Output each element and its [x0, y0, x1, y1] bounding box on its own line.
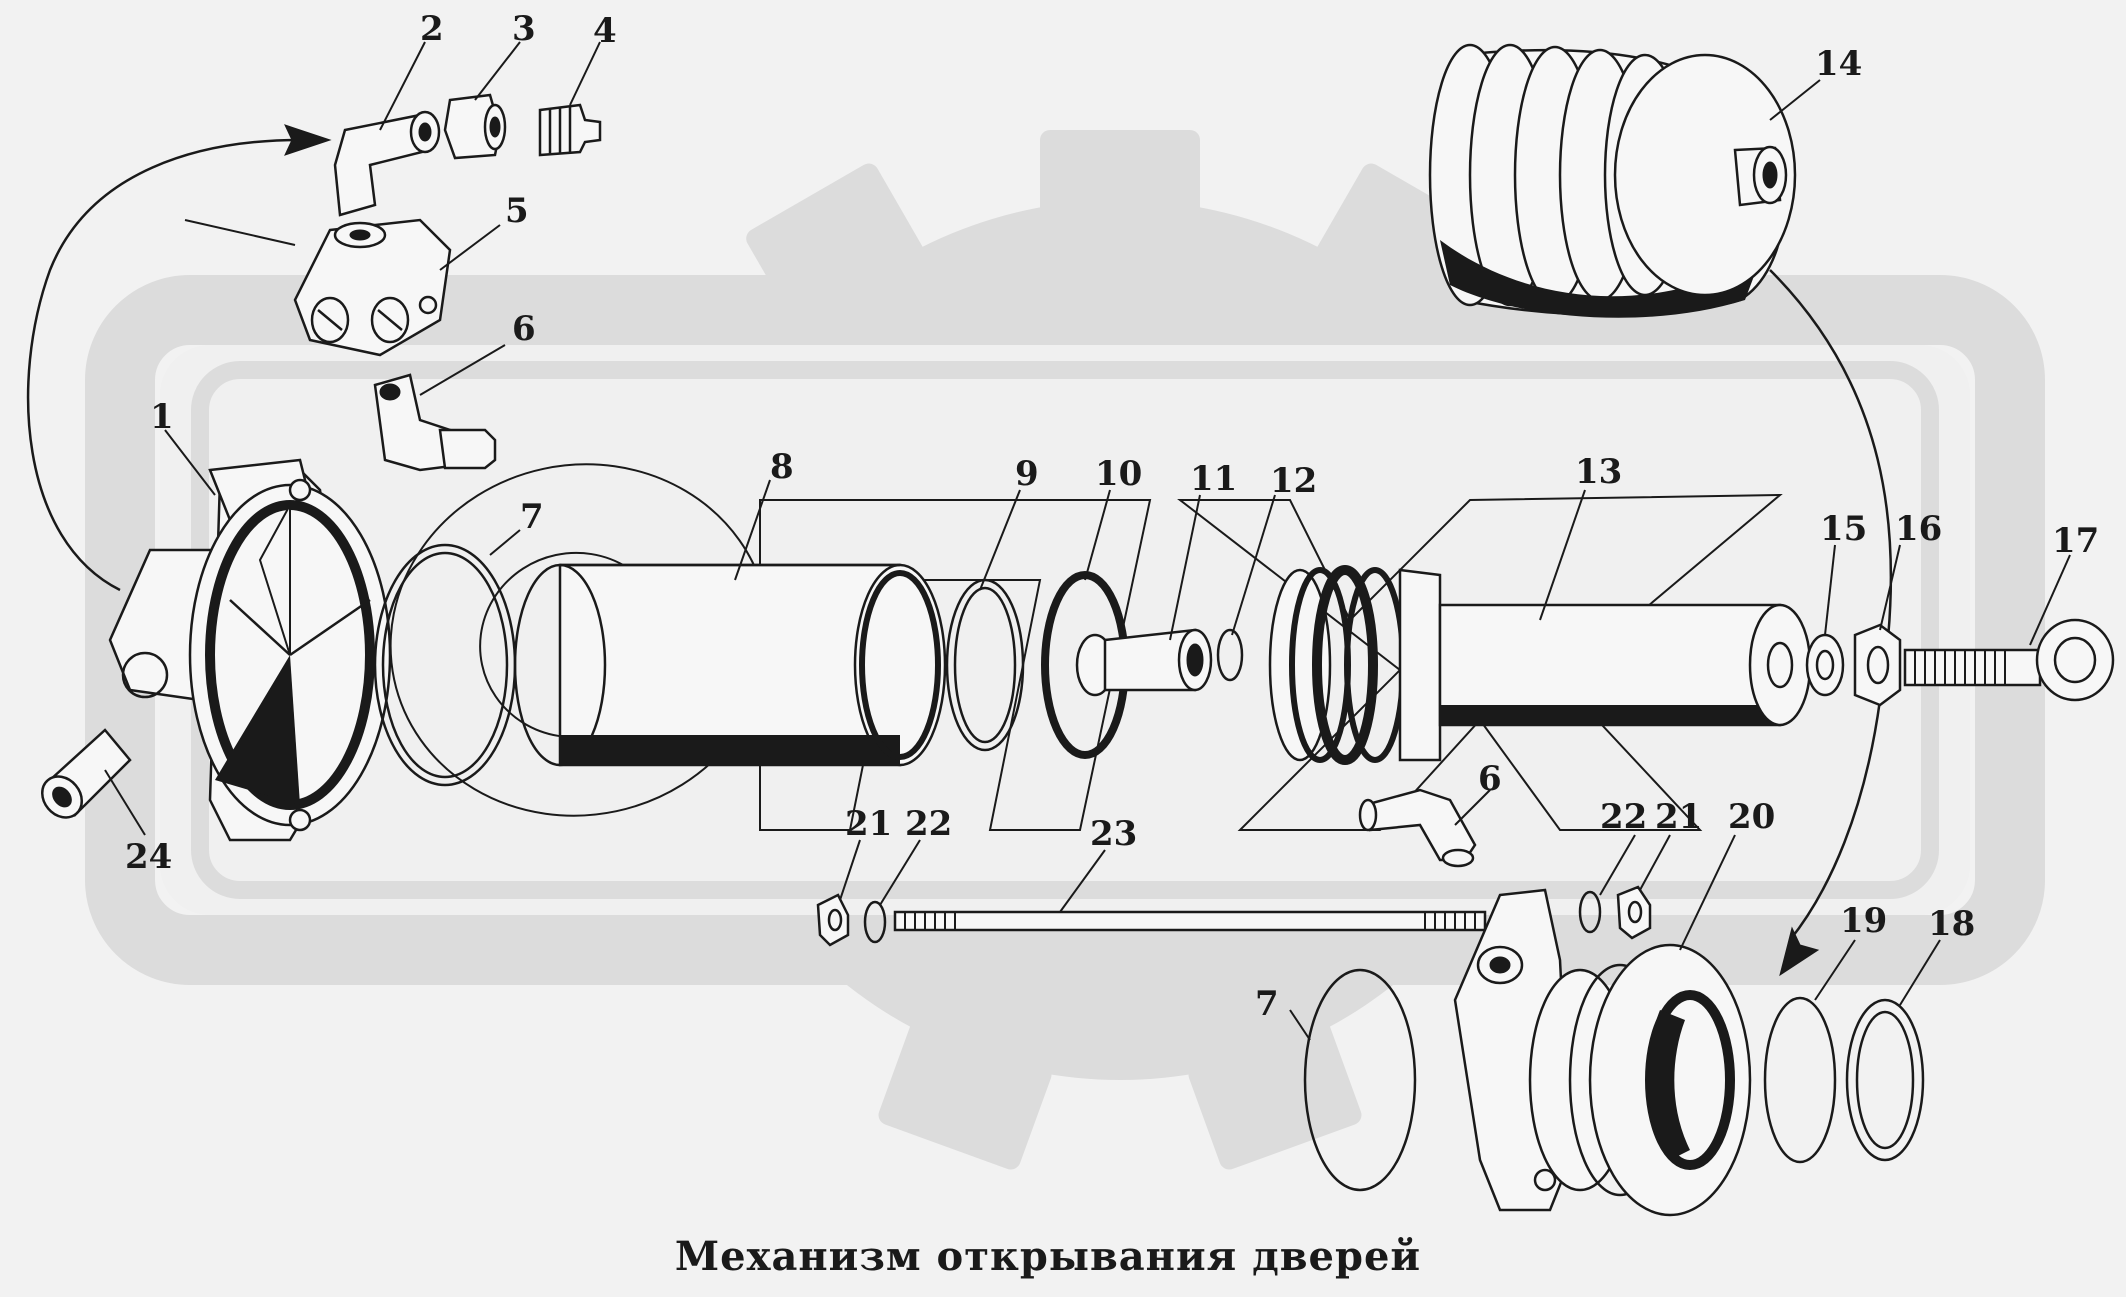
callout-14: 14 [1815, 44, 1862, 84]
callout-3: 3 [512, 9, 536, 49]
nut-right-part [1616, 885, 1652, 940]
callout-9: 9 [1015, 454, 1039, 494]
callout-6-upper: 6 [512, 309, 536, 349]
callout-21-right: 21 [1655, 797, 1702, 837]
callout-18: 18 [1928, 904, 1975, 944]
ring-18-part [1845, 998, 1925, 1162]
callout-21-left: 21 [845, 804, 892, 844]
elbow-fitting-part [333, 110, 441, 217]
lock-washer-right-part [1578, 890, 1602, 934]
callout-22-left: 22 [905, 804, 952, 844]
callout-22-right: 22 [1600, 797, 1647, 837]
leader-lines [104, 41, 2071, 1041]
nipple-part [538, 103, 602, 157]
callout-labels: 1 2 3 4 5 6 6 7 7 8 9 10 11 12 13 14 15 … [125, 9, 2099, 1024]
callout-4: 4 [593, 11, 617, 51]
assembly-arrow-left [26, 124, 332, 592]
front-cover-part [108, 458, 392, 842]
rear-cover-part [1453, 888, 1752, 1217]
nut-part [1853, 623, 1902, 707]
callout-19: 19 [1840, 901, 1887, 941]
sleeve-part [1103, 628, 1213, 692]
bellows-boot-part [1428, 43, 1797, 318]
watermark-logo [85, 130, 2045, 1170]
callout-17: 17 [2052, 521, 2099, 561]
callout-13: 13 [1575, 452, 1622, 492]
callout-12: 12 [1270, 461, 1317, 501]
elbow-fitting-upper-part [373, 373, 497, 472]
callout-23: 23 [1090, 814, 1137, 854]
valve-body-part [293, 218, 452, 357]
callout-20: 20 [1728, 797, 1775, 837]
washer-part [1805, 633, 1845, 697]
callout-15: 15 [1820, 509, 1867, 549]
elbow-fitting-lower-part [1358, 788, 1477, 868]
callout-10: 10 [1095, 454, 1142, 494]
eye-bolt-part [1903, 618, 2115, 702]
tie-rod-part [893, 910, 1487, 932]
ring-19-part [1763, 996, 1837, 1164]
callout-11: 11 [1190, 459, 1237, 499]
union-nut-part [443, 93, 507, 160]
callout-2: 2 [420, 9, 444, 49]
bushing-part [40, 728, 132, 819]
o-ring-right-part [1303, 968, 1417, 1192]
piston-part [1268, 565, 1812, 765]
callout-8: 8 [770, 447, 794, 487]
callout-5: 5 [505, 191, 529, 231]
callout-7-right: 7 [1255, 984, 1279, 1024]
callout-6-lower: 6 [1478, 759, 1502, 799]
cylinder-tube-part [513, 563, 947, 767]
callout-16: 16 [1895, 509, 1942, 549]
spring-clip-part [1216, 628, 1244, 682]
diagram-caption: Механизм открывания дверей [675, 1233, 1421, 1280]
pointer-arrow [184, 219, 296, 246]
callout-1: 1 [150, 397, 174, 437]
nut-left-part [816, 893, 850, 947]
lock-washer-left-part [863, 900, 887, 944]
callout-7-left: 7 [520, 497, 544, 537]
callout-24: 24 [125, 837, 172, 877]
